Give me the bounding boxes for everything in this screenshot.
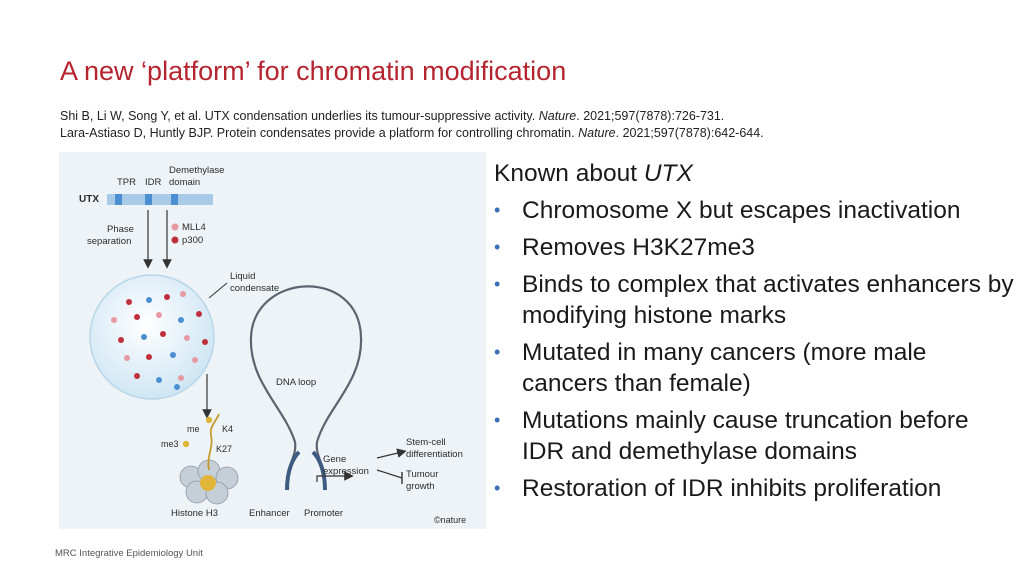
bullet-dot: • bbox=[494, 237, 501, 257]
me-label: me bbox=[187, 424, 200, 434]
references: Shi B, Li W, Song Y, et al. UTX condensa… bbox=[60, 108, 764, 142]
reference-1: Shi B, Li W, Song Y, et al. UTX condensa… bbox=[60, 109, 725, 123]
gene-label-2: expression bbox=[323, 466, 369, 477]
demethylase-domain bbox=[171, 194, 178, 205]
condensate-pointer bbox=[208, 282, 228, 299]
liquid-label-1: Liquid bbox=[230, 271, 255, 282]
histone-label: Histone H3 bbox=[171, 508, 218, 519]
bullet-item: •Mutated in many cancers (more male canc… bbox=[494, 339, 927, 397]
utx-facts: Known about UTX •Chromosome X but escape… bbox=[494, 158, 1014, 510]
k4-label: K4 bbox=[222, 424, 233, 434]
bullet-item: •Binds to complex that activates enhance… bbox=[494, 271, 1014, 329]
slide-title: A new ‘platform’ for chromatin modificat… bbox=[60, 56, 567, 86]
bullet-dot: • bbox=[494, 200, 501, 220]
mll4-dot bbox=[171, 223, 179, 231]
stem-label-2: differentiation bbox=[406, 449, 463, 460]
tumour-label-2: growth bbox=[406, 481, 435, 492]
liquid-label-2: condensate bbox=[230, 283, 279, 294]
k27-methyl bbox=[182, 440, 190, 448]
p300-label: p300 bbox=[182, 235, 203, 246]
bullet-item: •Restoration of IDR inhibits proliferati… bbox=[494, 475, 942, 502]
bullet-item: •Chromosome X but escapes inactivation bbox=[494, 197, 961, 224]
tumour-inhibit-line bbox=[376, 469, 403, 479]
bullet-dot: • bbox=[494, 274, 501, 294]
gene-label-1: Gene bbox=[323, 454, 346, 465]
enhancer-label: Enhancer bbox=[249, 508, 290, 519]
stem-cell-arrow bbox=[376, 448, 407, 459]
phase-label-2: separation bbox=[87, 236, 131, 247]
bullet-dot: • bbox=[494, 342, 501, 362]
dna-loop-label: DNA loop bbox=[276, 377, 316, 388]
k4-methyl bbox=[205, 416, 213, 424]
idr-label: IDR bbox=[145, 177, 162, 188]
me3-label: me3 bbox=[161, 439, 179, 449]
nature-credit: ©nature bbox=[434, 515, 466, 525]
histone-h3 bbox=[179, 413, 239, 505]
tumour-label-1: Tumour bbox=[406, 469, 438, 480]
bullet-list: •Chromosome X but escapes inactivation •… bbox=[494, 195, 1014, 504]
liquid-condensate bbox=[89, 274, 215, 400]
p300-dot bbox=[171, 236, 179, 244]
stem-label-1: Stem-cell bbox=[406, 437, 446, 448]
enhancer-segment bbox=[285, 450, 301, 491]
utx-condensate-diagram: TPR IDR Demethylase domain UTX Phase sep… bbox=[79, 165, 466, 525]
footer-org: MRC Integrative Epidemiology Unit bbox=[55, 548, 203, 559]
promoter-segment bbox=[311, 450, 327, 491]
bullet-dot: • bbox=[494, 478, 501, 498]
demethylase-label-2: domain bbox=[169, 177, 200, 188]
phase-label-1: Phase bbox=[107, 224, 134, 235]
demethylase-label-1: Demethylase bbox=[169, 165, 224, 176]
tpr-label: TPR bbox=[117, 177, 136, 188]
bullet-dot: • bbox=[494, 410, 501, 430]
reference-2: Lara-Astiaso D, Huntly BJP. Protein cond… bbox=[60, 126, 764, 140]
utx-condensate-figure: TPR IDR Demethylase domain UTX Phase sep… bbox=[59, 152, 486, 529]
idr-domain bbox=[145, 194, 152, 205]
tpr-domain bbox=[115, 194, 122, 205]
mll4-label: MLL4 bbox=[182, 222, 206, 233]
utx-label: UTX bbox=[79, 194, 99, 205]
condensate-molecules bbox=[111, 291, 208, 390]
promoter-label: Promoter bbox=[304, 508, 343, 519]
bullets-heading: Known about UTX bbox=[494, 160, 693, 187]
transcription-arrow bbox=[316, 471, 354, 482]
bullet-item: •Mutations mainly cause truncation befor… bbox=[494, 407, 969, 465]
k27-label: K27 bbox=[216, 444, 232, 454]
bullet-item: •Removes H3K27me3 bbox=[494, 234, 755, 261]
dna-loop bbox=[249, 285, 363, 491]
utx-protein-bar bbox=[107, 194, 213, 205]
